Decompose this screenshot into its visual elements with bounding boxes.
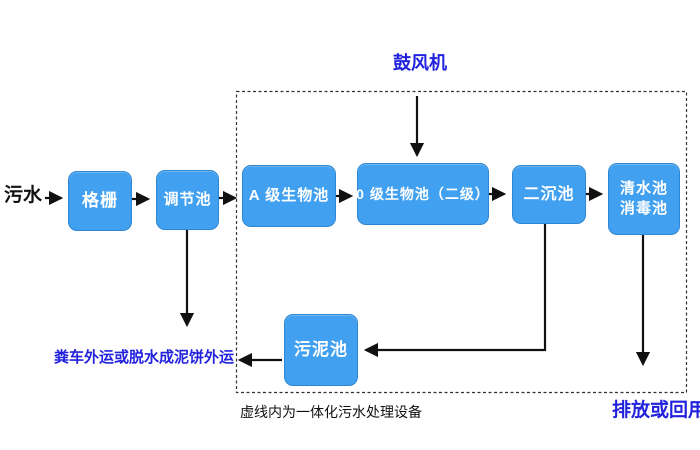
dashed-boundary-note: 虚线内为一体化污水处理设备 [240,404,422,420]
blower-label: 鼓风机 [393,53,447,73]
sludge-disposal-label: 粪车外运或脱水成泥饼外运 [54,349,235,366]
node-sludge-tank: 污泥池 [284,314,358,386]
node-clear-water-label: 清水池 [619,179,668,197]
node-clear-water-disinfection-tank: 清水池 消毒池 [608,163,680,235]
node-disinfection-label: 消毒池 [619,200,668,217]
discharge-reuse-label: 排放或回用 [612,400,700,421]
node-screen-label: 格栅 [82,190,118,210]
equipment-dashed-boundary [235,90,688,394]
influent-label: 污水 [4,185,43,206]
node-a-stage-bio-tank: A 级生物池 [242,165,336,227]
node-regulating-tank-label: 调节池 [163,190,212,208]
arrow-clarifier-to-sludge [363,223,547,358]
node-secondary-clarifier: 二沉池 [512,165,586,224]
node-o-stage-bio-tank: 0 级生物池（二级） [356,163,490,225]
node-a-stage-bio-tank-label: A 级生物池 [248,186,330,204]
node-secondary-clarifier-label: 二沉池 [523,185,575,203]
node-regulating-tank: 调节池 [156,170,219,230]
node-sludge-tank-label: 污泥池 [294,339,348,359]
node-screen: 格栅 [68,171,132,231]
node-o-stage-bio-tank-label: 0 级生物池（二级） [356,185,490,202]
